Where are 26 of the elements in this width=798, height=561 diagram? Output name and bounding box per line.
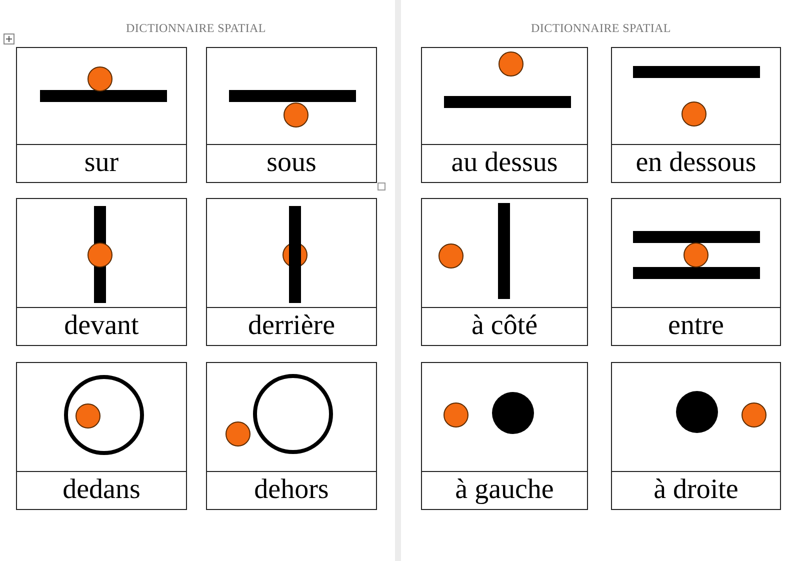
page-title: DICTIONNAIRE SPATIAL [530,21,672,36]
word-label: à gauche [455,474,554,505]
word-label: à côté [471,310,538,341]
word-label: sur [84,147,119,178]
picture-card [611,198,781,346]
word-label: au dessus [451,147,558,178]
word-label: à droite [654,474,738,505]
picture-card [206,198,377,346]
word-label: entre [668,310,724,341]
picture-card [16,198,187,346]
picture-card [206,362,377,510]
word-label: dehors [254,474,329,505]
word-label: devant [64,310,139,341]
picture-card [16,362,187,510]
picture-card [421,198,588,346]
picture-card [421,47,588,183]
picture-card [421,362,588,510]
picture-card [611,47,781,183]
picture-card [16,47,187,183]
picture-card [206,47,377,183]
word-label: derrière [248,310,336,341]
page-title: DICTIONNAIRE SPATIAL [125,21,267,36]
picture-card [611,362,781,510]
word-label: en dessous [636,147,756,178]
word-label: dedans [62,474,140,505]
word-label: sous [266,147,316,178]
